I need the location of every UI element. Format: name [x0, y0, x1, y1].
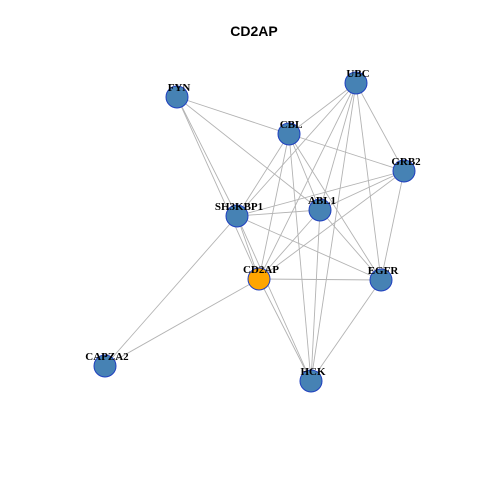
- node-capza2: CAPZA2: [85, 351, 129, 378]
- edge-sh3kbp1-hck: [236, 215, 312, 382]
- edge-sh3kbp1-abl1: [236, 209, 321, 217]
- edge-fyn-cd2ap: [176, 96, 260, 280]
- node-label: CD2AP: [243, 264, 279, 276]
- edge-cbl-abl1: [288, 133, 321, 211]
- edge-cbl-hck: [288, 133, 312, 382]
- node-circle: [93, 354, 117, 378]
- node-circle: [369, 268, 393, 292]
- node-circle: [165, 85, 189, 109]
- edge-sh3kbp1-capza2: [104, 215, 238, 367]
- node-label: CBL: [280, 119, 303, 131]
- edge-ubc-cd2ap: [258, 82, 357, 280]
- node-circle: [344, 71, 368, 95]
- graph-title: CD2AP: [230, 23, 277, 39]
- edge-abl1-cd2ap: [258, 209, 321, 280]
- edge-cbl-egfr: [288, 133, 382, 281]
- node-label: UBC: [346, 68, 369, 80]
- edge-ubc-cbl: [288, 82, 357, 135]
- edge-ubc-sh3kbp1: [236, 82, 357, 217]
- node-hck: HCK: [299, 366, 326, 393]
- node-circle: [299, 369, 323, 393]
- edge-abl1-egfr: [319, 209, 382, 281]
- node-label: FYN: [168, 82, 191, 94]
- node-label: GRB2: [391, 156, 421, 168]
- node-label: EGFR: [368, 265, 400, 277]
- node-grb2: GRB2: [391, 156, 421, 183]
- node-circle: [392, 159, 416, 183]
- node-label: ABL1: [308, 195, 336, 207]
- edge-ubc-grb2: [355, 82, 405, 172]
- node-label: HCK: [300, 366, 326, 378]
- edge-cbl-cd2ap: [258, 133, 290, 280]
- node-label: CAPZA2: [85, 351, 129, 363]
- edge-egfr-hck: [310, 279, 382, 382]
- node-circle: [247, 267, 271, 291]
- edge-abl1-hck: [310, 209, 321, 382]
- node-label: SH3KBP1: [215, 201, 263, 213]
- node-ubc: UBC: [344, 68, 370, 95]
- edge-cbl-grb2: [288, 133, 405, 172]
- node-fyn: FYN: [165, 82, 191, 109]
- edge-cd2ap-capza2: [104, 278, 260, 367]
- node-cd2ap: CD2AP: [243, 264, 279, 291]
- node-abl1: ABL1: [308, 195, 336, 222]
- node-circle: [308, 198, 332, 222]
- edge-fyn-abl1: [176, 96, 321, 211]
- edge-cd2ap-egfr: [258, 278, 382, 281]
- edge-layer: [104, 82, 405, 382]
- edge-cbl-sh3kbp1: [236, 133, 290, 217]
- node-sh3kbp1: SH3KBP1: [215, 201, 263, 228]
- edge-grb2-abl1: [319, 170, 405, 211]
- edge-sh3kbp1-egfr: [236, 215, 382, 281]
- edge-grb2-sh3kbp1: [236, 170, 405, 217]
- edge-fyn-cbl: [176, 96, 290, 135]
- node-egfr: EGFR: [368, 265, 400, 292]
- edge-fyn-sh3kbp1: [176, 96, 238, 217]
- node-circle: [277, 122, 301, 146]
- edge-grb2-cd2ap: [258, 170, 405, 280]
- node-cbl: CBL: [277, 119, 303, 146]
- edge-cd2ap-hck: [258, 278, 312, 382]
- node-circle: [225, 204, 249, 228]
- edge-ubc-hck: [310, 82, 357, 382]
- edge-grb2-egfr: [380, 170, 405, 281]
- edge-ubc-egfr: [355, 82, 382, 281]
- edge-ubc-abl1: [319, 82, 357, 211]
